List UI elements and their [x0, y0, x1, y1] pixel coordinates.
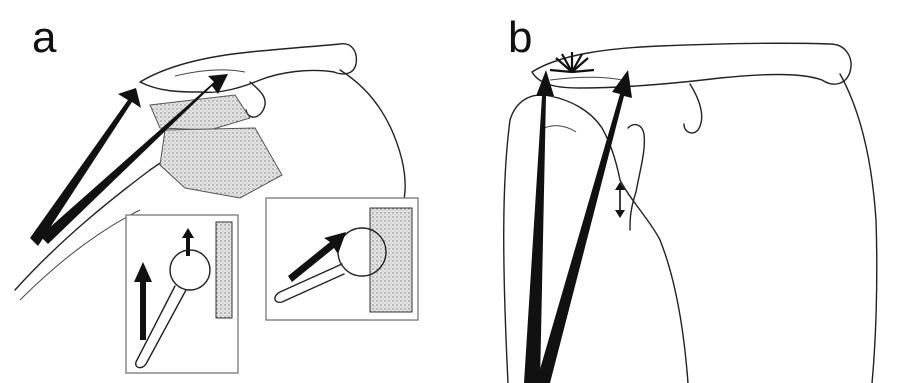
humerus-line [540, 126, 576, 132]
shoulder-illustration-b [480, 0, 900, 383]
acromion-outline [175, 70, 245, 76]
stippled-muscle-lower [160, 128, 282, 198]
clavicle-outline [140, 44, 356, 93]
arrow-large-1 [524, 70, 554, 383]
panel-a: a [0, 0, 450, 383]
glenoid-outline [628, 125, 644, 230]
impingement-star-icon [550, 52, 594, 72]
arrow-large-2 [536, 70, 632, 383]
shoulder-illustration-a [0, 0, 450, 383]
acromion-underside [550, 77, 630, 82]
coracoid-outline [684, 84, 702, 133]
humerus-left-edge [504, 120, 510, 383]
thorax-contour [20, 210, 140, 300]
coracoid-outline [246, 82, 265, 117]
deltoid-contour [840, 74, 877, 383]
panel-b: b [480, 0, 900, 383]
stippled-muscle-upper [150, 95, 250, 130]
deltoid-contour [340, 70, 405, 210]
inset-2-glenoid [370, 208, 412, 312]
inset-1-glenoid [216, 222, 232, 318]
